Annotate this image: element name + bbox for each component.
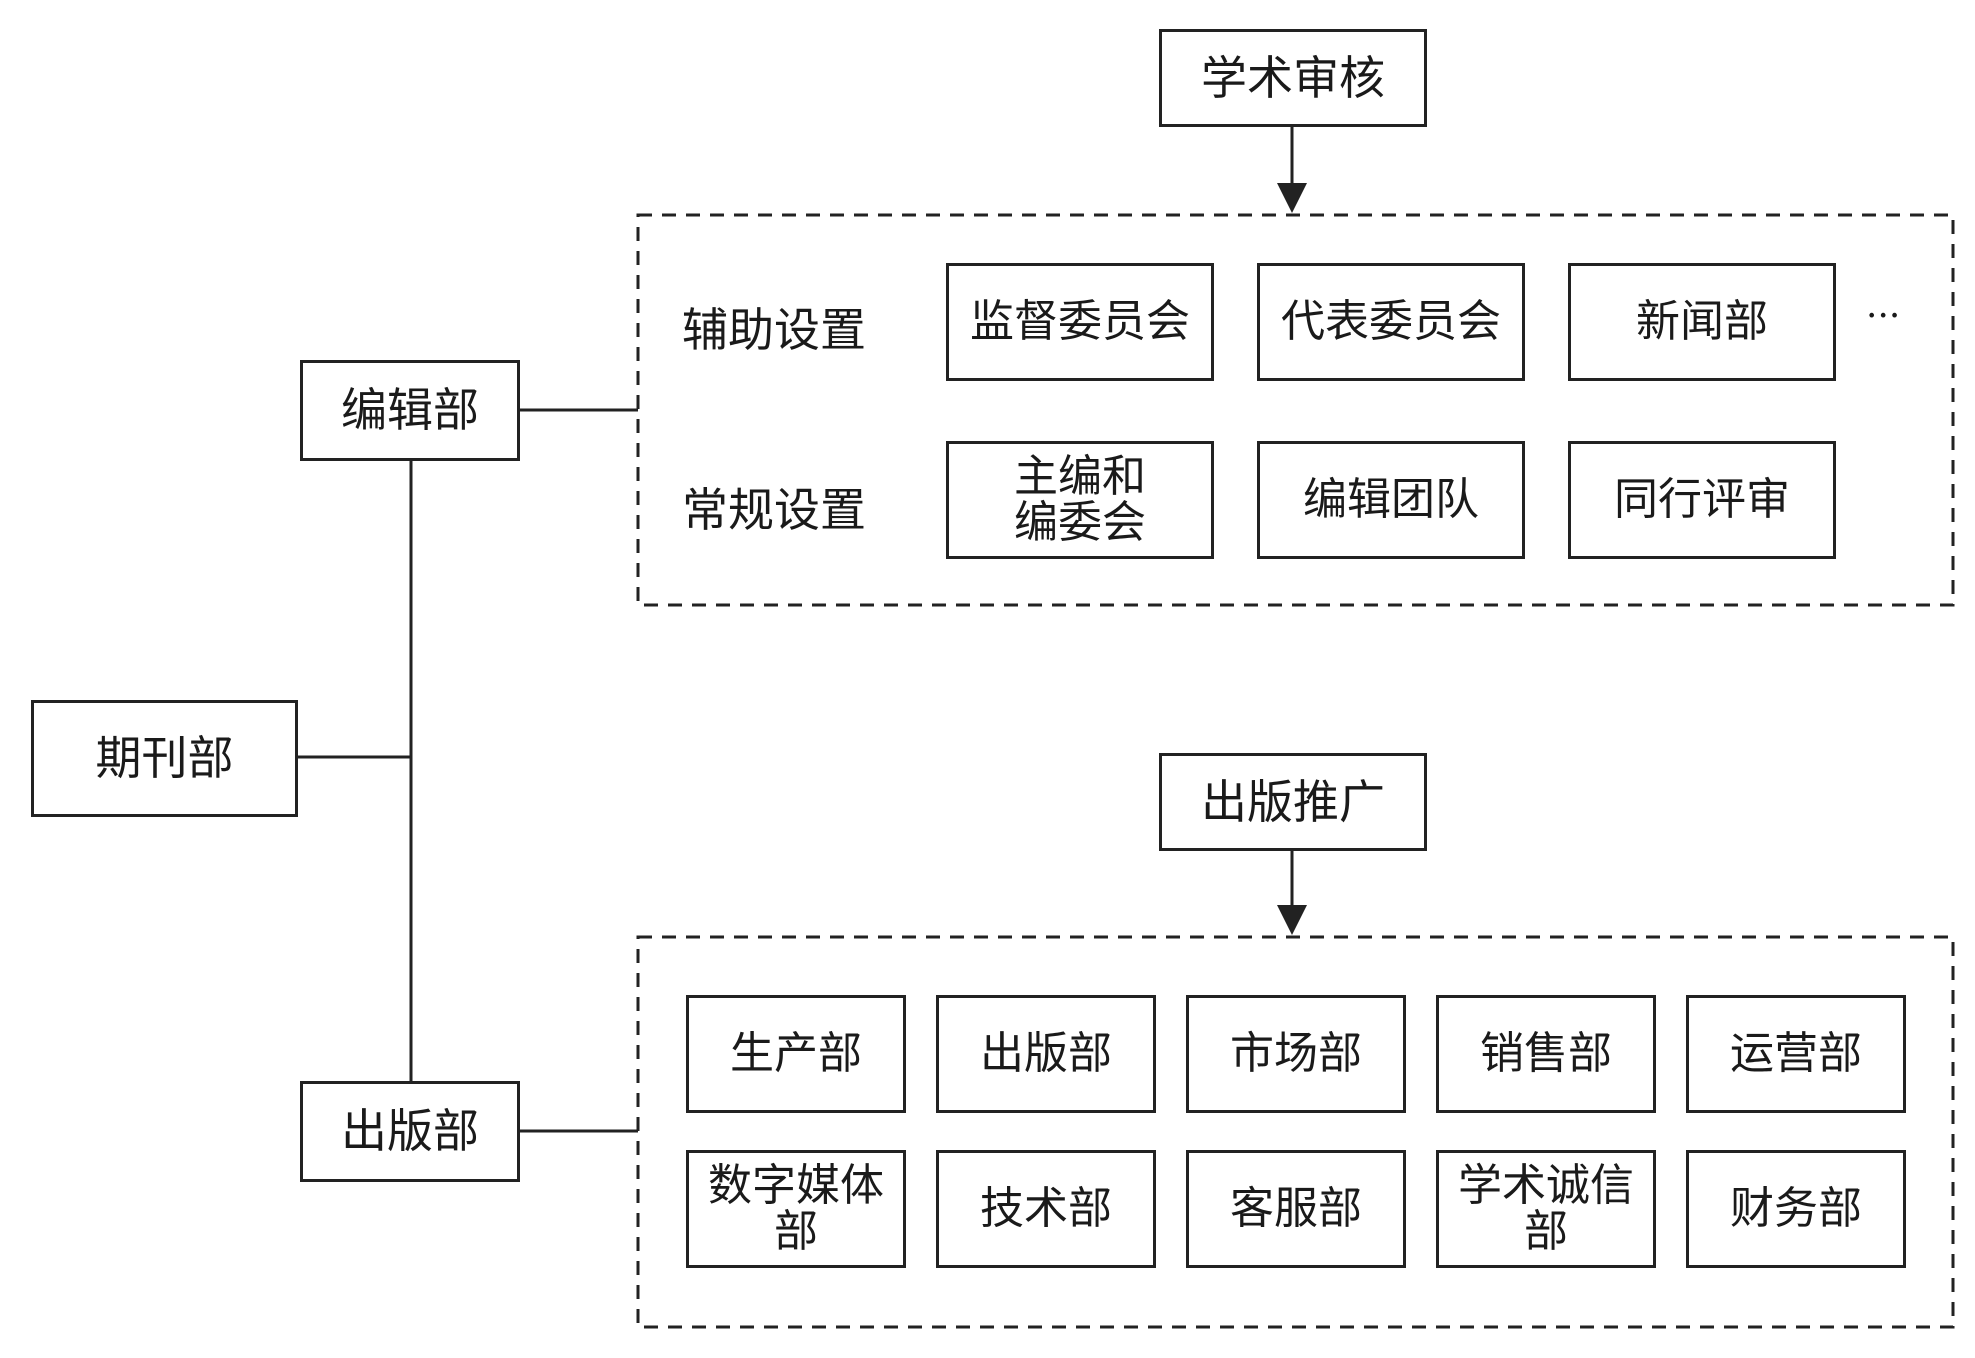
pub-box-sales: 销售部 [1436,995,1656,1113]
aux-box-label: 监督委员会 [970,295,1190,347]
aux-settings-label: 辅助设置 [682,303,866,357]
regular-box-editorial-team: 编辑团队 [1257,441,1525,559]
academic-review-node: 学术审核 [1159,29,1427,127]
regular-box-editor-board: 主编和编委会 [946,441,1214,559]
pub-box-label: 客服部 [1230,1182,1362,1234]
pub-box-customer-service: 客服部 [1186,1150,1406,1268]
regular-box-label: 编辑团队 [1303,473,1479,525]
ellipsis-indicator: ··· [1866,296,1901,337]
pub-box-label: 技术部 [980,1182,1112,1234]
aux-box-label: 代表委员会 [1281,295,1501,347]
pub-box-academic-integrity: 学术诚信部 [1436,1150,1656,1268]
pub-box-label: 市场部 [1230,1027,1362,1079]
publishing-group-frame [636,935,1955,1329]
root-node-label: 期刊部 [95,731,234,786]
publishing-dept-label: 出版部 [341,1104,479,1159]
pub-box-operations: 运营部 [1686,995,1906,1113]
regular-box-label: 主编和编委会 [1014,450,1146,548]
pub-box-label: 学术诚信部 [1458,1159,1634,1257]
editorial-group-frame [636,213,1955,607]
pub-box-label: 运营部 [1730,1027,1862,1079]
pub-box-technology: 技术部 [936,1150,1156,1268]
pub-box-digital-media: 数字媒体部 [686,1150,906,1268]
pub-box-finance: 财务部 [1686,1150,1906,1268]
root-node: 期刊部 [31,700,298,817]
publishing-promotion-node: 出版推广 [1159,753,1427,851]
regular-box-peer-review: 同行评审 [1568,441,1836,559]
editorial-dept-node: 编辑部 [300,360,520,461]
publishing-promotion-label: 出版推广 [1201,774,1385,829]
regular-box-label: 同行评审 [1614,473,1790,525]
aux-box-supervisory-committee: 监督委员会 [946,263,1214,381]
editorial-dept-label: 编辑部 [341,383,479,438]
pub-box-publishing: 出版部 [936,995,1156,1113]
pub-box-label: 数字媒体部 [708,1159,884,1257]
pub-box-production: 生产部 [686,995,906,1113]
publishing-dept-node: 出版部 [300,1081,520,1182]
pub-box-label: 出版部 [980,1027,1112,1079]
pub-box-label: 生产部 [730,1027,862,1079]
aux-box-news-dept: 新闻部 [1568,263,1836,381]
pub-box-label: 销售部 [1480,1027,1612,1079]
academic-review-label: 学术审核 [1201,50,1385,105]
pub-box-marketing: 市场部 [1186,995,1406,1113]
pub-box-label: 财务部 [1730,1182,1862,1234]
regular-settings-label: 常规设置 [682,483,866,537]
aux-box-representative-committee: 代表委员会 [1257,263,1525,381]
aux-box-label: 新闻部 [1636,295,1768,347]
